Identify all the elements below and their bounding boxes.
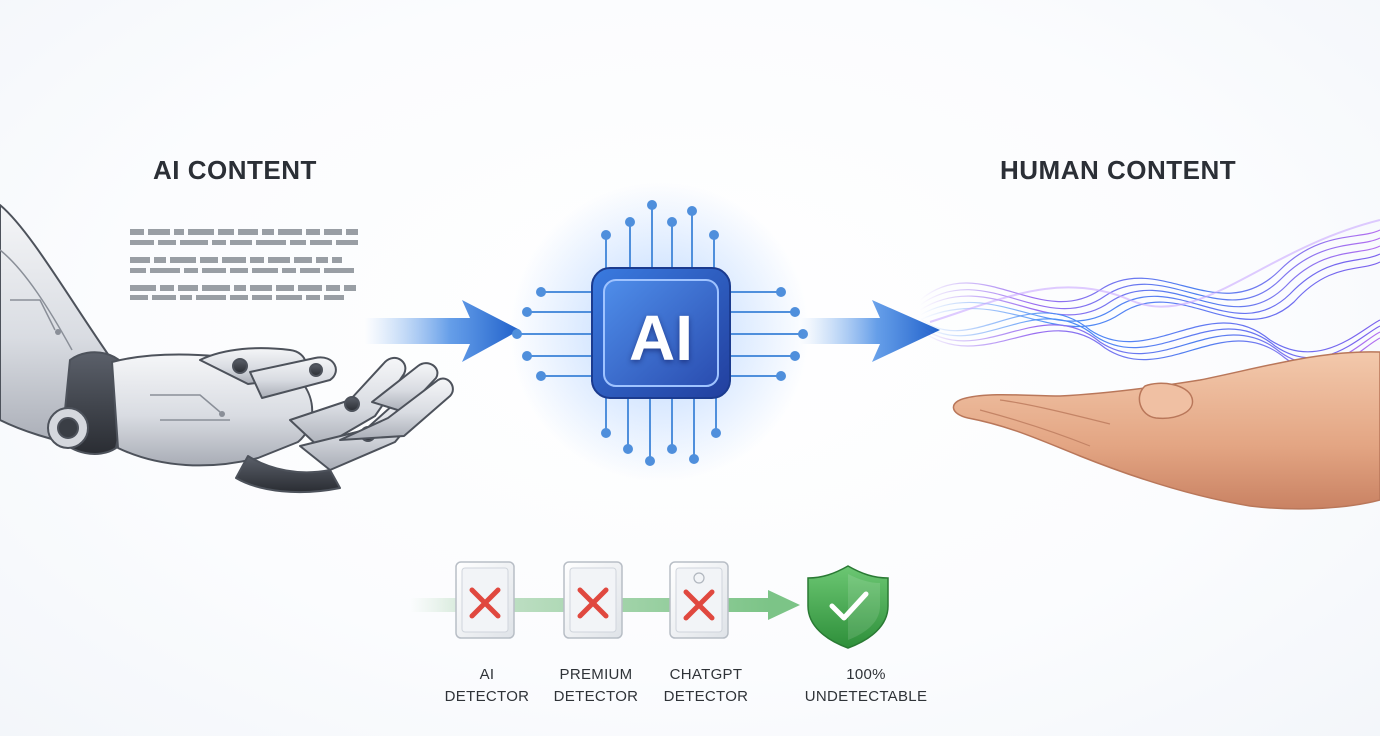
- sound-wave-icon: [919, 219, 1380, 371]
- x-mark-icon: [469, 587, 501, 619]
- x-mark-icon-3: [683, 589, 715, 621]
- check-shield-icon: [807, 565, 889, 649]
- step-label-line1: AI: [479, 666, 495, 683]
- arrow-right-icon: [365, 300, 520, 362]
- step-label-line1: PREMIUM: [559, 666, 633, 683]
- arrow-right-icon-2: [800, 300, 940, 362]
- step-label-chatgpt-detector: CHATGPT DETECTOR: [631, 664, 781, 708]
- step-label-line2: DETECTOR: [663, 688, 749, 705]
- detector-card-icon-premium: [563, 561, 623, 639]
- detector-card-icon-ai: [455, 561, 515, 639]
- chip-label: AI: [629, 302, 693, 374]
- x-mark-icon-2: [577, 587, 609, 619]
- step-label-premium-detector: PREMIUM DETECTOR: [521, 664, 671, 708]
- step-label-ai-detector: AI DETECTOR: [412, 664, 562, 708]
- ai-chip-icon: [591, 267, 731, 399]
- scrambled-text-block: [130, 229, 358, 300]
- step-label-line2: UNDETECTABLE: [804, 688, 928, 705]
- ai-content-heading: AI CONTENT: [153, 155, 317, 185]
- human-hand-icon: [952, 351, 1380, 510]
- step-label-line1: 100%: [846, 666, 886, 683]
- detector-card-icon-chatgpt: [669, 561, 729, 639]
- step-label-line2: DETECTOR: [444, 688, 530, 705]
- human-content-heading: HUMAN CONTENT: [1000, 155, 1237, 185]
- robot-hand-icon: [0, 204, 454, 494]
- pipeline-arrow-icon: [768, 590, 800, 620]
- step-label-line1: CHATGPT: [669, 666, 743, 683]
- step-label-undetectable: 100% UNDETECTABLE: [791, 664, 941, 708]
- step-label-line2: DETECTOR: [553, 688, 639, 705]
